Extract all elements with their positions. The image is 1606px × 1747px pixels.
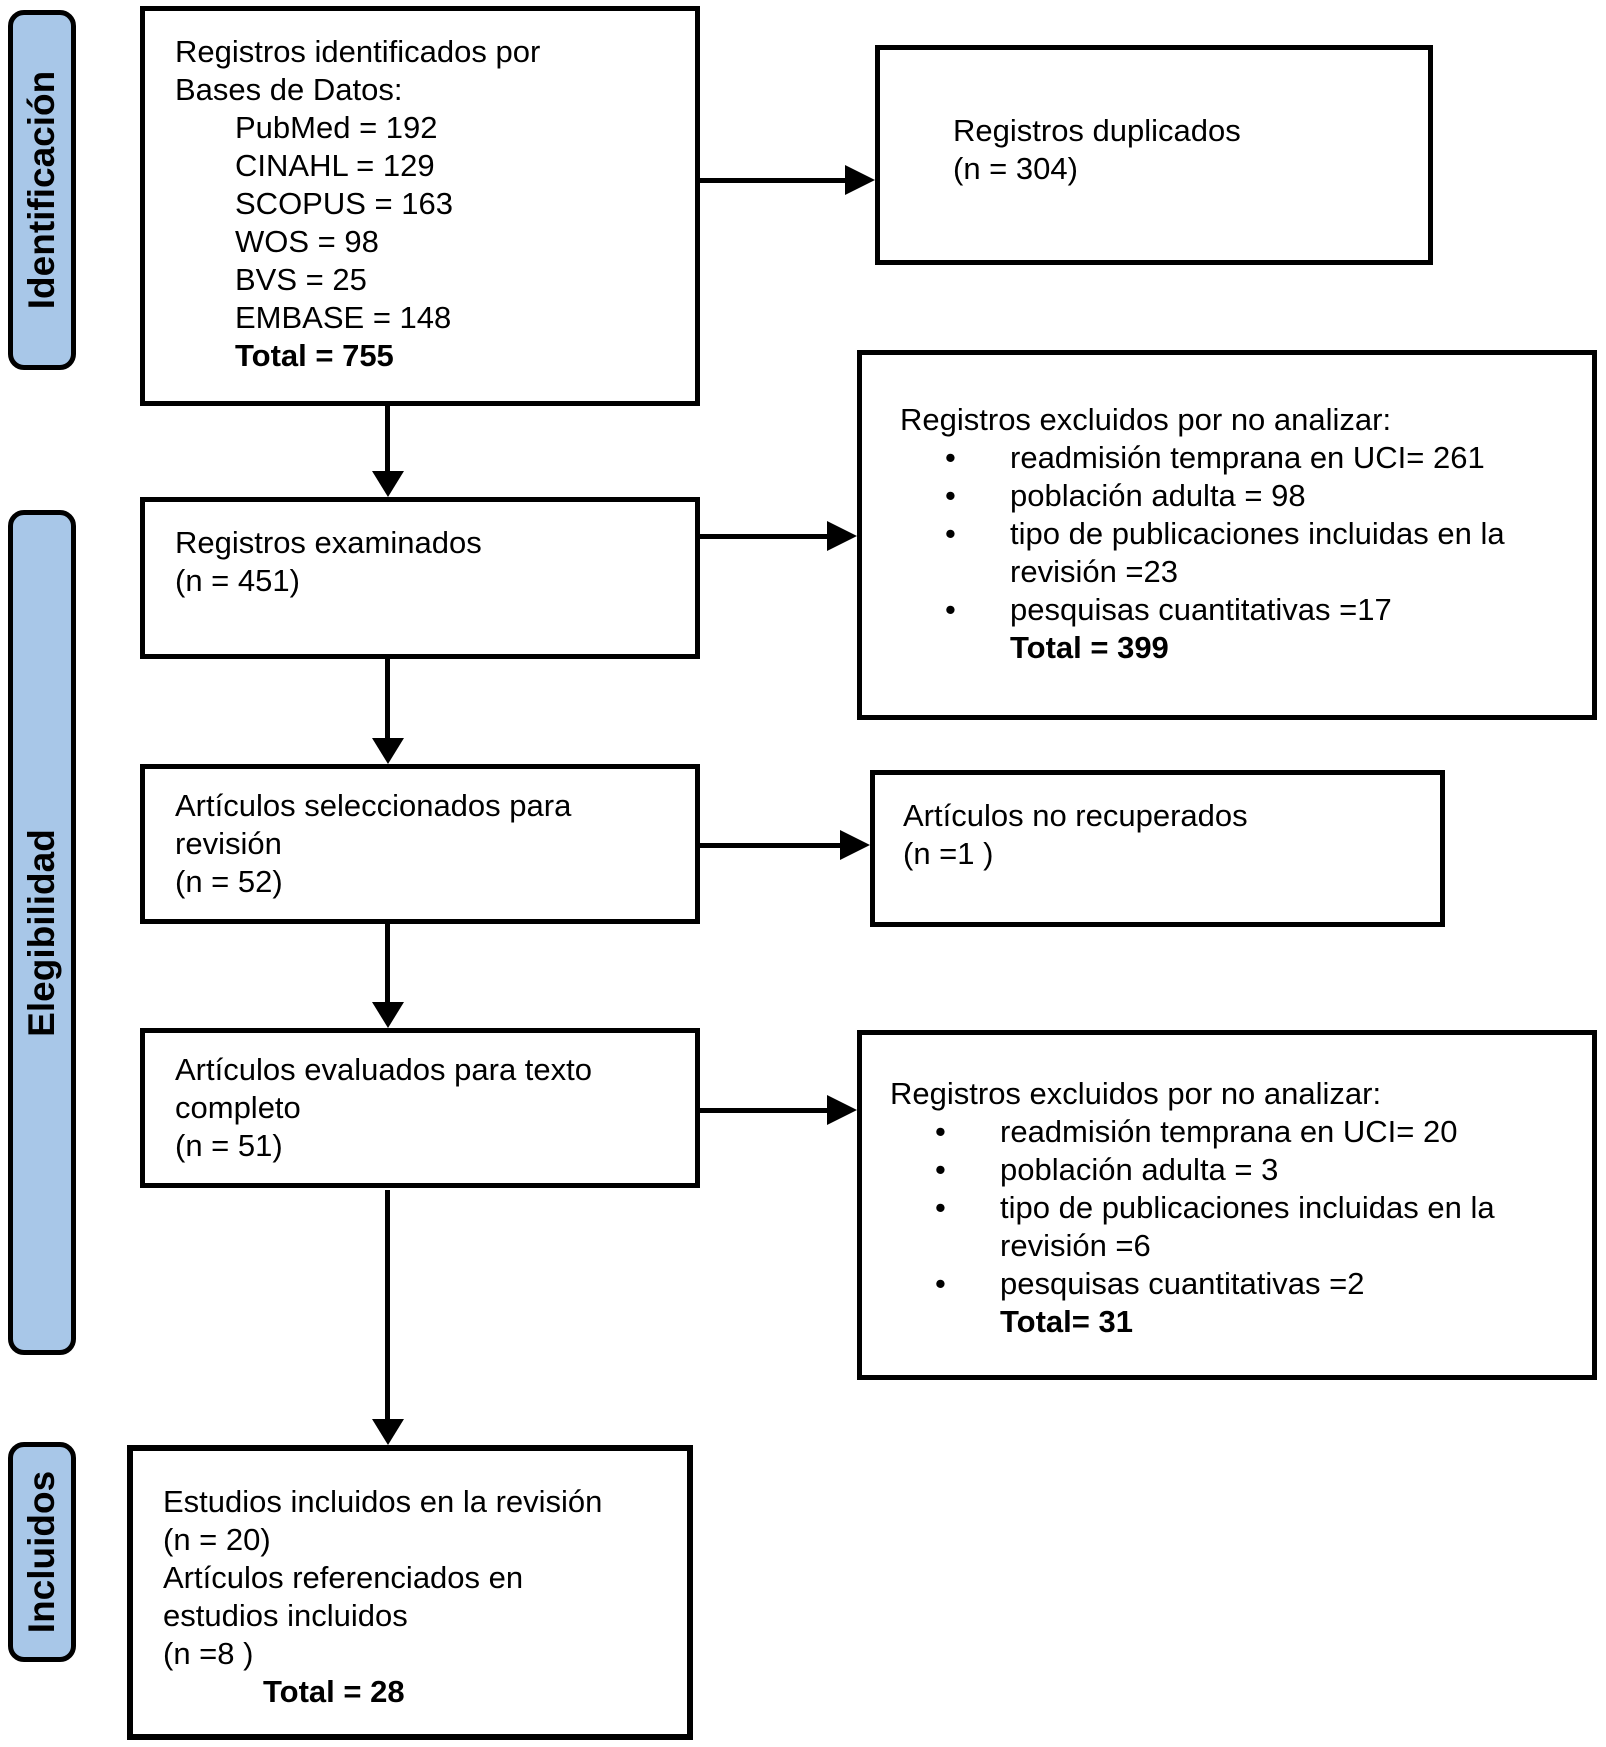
- included-total: Total = 28: [263, 1674, 405, 1709]
- selected-line1: Artículos seleccionados para: [175, 788, 572, 823]
- box-articles-fulltext: Artículos evaluados para texto completo …: [140, 1028, 700, 1188]
- bullet-icon: •: [935, 1190, 946, 1225]
- included-line2: (n = 20): [163, 1522, 271, 1557]
- fulltext-line1: Artículos evaluados para texto: [175, 1052, 593, 1087]
- identified-total: Total = 755: [235, 338, 394, 373]
- box-records-screened: Registros examinados (n = 451): [140, 497, 700, 659]
- excluded-screening-bullet-1: • readmisión temprana en UCI= 261: [945, 440, 1485, 475]
- excluded-fulltext-bullet-1: • readmisión temprana en UCI= 20: [935, 1114, 1458, 1149]
- identified-title-line1: Registros identificados por: [175, 34, 541, 69]
- included-line5: (n =8 ): [163, 1636, 254, 1671]
- bullet-icon: •: [945, 478, 956, 513]
- identified-db-wos: WOS = 98: [235, 224, 379, 259]
- screened-line2: (n = 451): [175, 563, 300, 598]
- excluded-screening-total: Total = 399: [1010, 630, 1169, 665]
- fulltext-line2: completo: [175, 1090, 301, 1125]
- box-studies-included: Estudios incluidos en la revisión (n = 2…: [127, 1445, 693, 1740]
- excluded-screening-title: Registros excluidos por no analizar:: [900, 402, 1392, 437]
- bullet-icon: •: [945, 440, 956, 475]
- selected-line2: revisión: [175, 826, 282, 861]
- box-excluded-screening: Registros excluidos por no analizar: • r…: [857, 350, 1597, 720]
- bullet-icon: •: [935, 1266, 946, 1301]
- stage-label-eligibility: Elegibilidad: [21, 828, 63, 1037]
- included-line4: estudios incluidos: [163, 1598, 408, 1633]
- bullet-icon: •: [945, 516, 956, 551]
- identified-db-embase: EMBASE = 148: [235, 300, 452, 335]
- stage-bar-included: Incluidos: [8, 1442, 76, 1662]
- included-line3: Artículos referenciados en: [163, 1560, 524, 1595]
- identified-title-line2: Bases de Datos:: [175, 72, 403, 107]
- identified-db-scopus: SCOPUS = 163: [235, 186, 453, 221]
- selected-line3: (n = 52): [175, 864, 283, 899]
- excluded-fulltext-total: Total= 31: [1000, 1304, 1133, 1339]
- excluded-fulltext-bullet-4: • pesquisas cuantitativas =2: [935, 1266, 1365, 1301]
- excluded-fulltext-title: Registros excluidos por no analizar:: [890, 1076, 1382, 1111]
- excluded-screening-bullet-4: • pesquisas cuantitativas =17: [945, 592, 1392, 627]
- box-excluded-fulltext: Registros excluidos por no analizar: • r…: [857, 1030, 1597, 1380]
- box-records-identified: Registros identificados por Bases de Dat…: [140, 6, 700, 406]
- identified-db-bvs: BVS = 25: [235, 262, 367, 297]
- duplicates-line2: (n = 304): [953, 151, 1078, 186]
- excluded-screening-bullet-3: • tipo de publicaciones incluidas en la …: [945, 516, 1505, 589]
- included-line1: Estudios incluidos en la revisión: [163, 1484, 603, 1519]
- stage-bar-eligibility: Elegibilidad: [8, 510, 76, 1355]
- stage-label-included: Incluidos: [21, 1470, 62, 1634]
- excluded-fulltext-bullet-3: • tipo de publicaciones incluidas en la …: [935, 1190, 1495, 1263]
- not-retrieved-line1: Artículos no recuperados: [903, 798, 1248, 833]
- screened-line1: Registros examinados: [175, 525, 482, 560]
- identified-db-pubmed: PubMed = 192: [235, 110, 438, 145]
- duplicates-line1: Registros duplicados: [953, 113, 1241, 148]
- excluded-screening-bullet-2: • población adulta = 98: [945, 478, 1306, 513]
- fulltext-line3: (n = 51): [175, 1128, 283, 1163]
- excluded-fulltext-bullet-2: • población adulta = 3: [935, 1152, 1279, 1187]
- stage-label-identification: Identificación: [21, 70, 63, 310]
- not-retrieved-line2: (n =1 ): [903, 836, 994, 871]
- box-not-retrieved: Artículos no recuperados (n =1 ): [870, 770, 1445, 927]
- box-articles-selected: Artículos seleccionados para revisión (n…: [140, 764, 700, 924]
- identified-db-cinahl: CINAHL = 129: [235, 148, 435, 183]
- bullet-icon: •: [935, 1114, 946, 1149]
- stage-bar-identification: Identificación: [8, 10, 76, 370]
- bullet-icon: •: [945, 592, 956, 627]
- bullet-icon: •: [935, 1152, 946, 1187]
- box-duplicates: Registros duplicados (n = 304): [875, 45, 1433, 265]
